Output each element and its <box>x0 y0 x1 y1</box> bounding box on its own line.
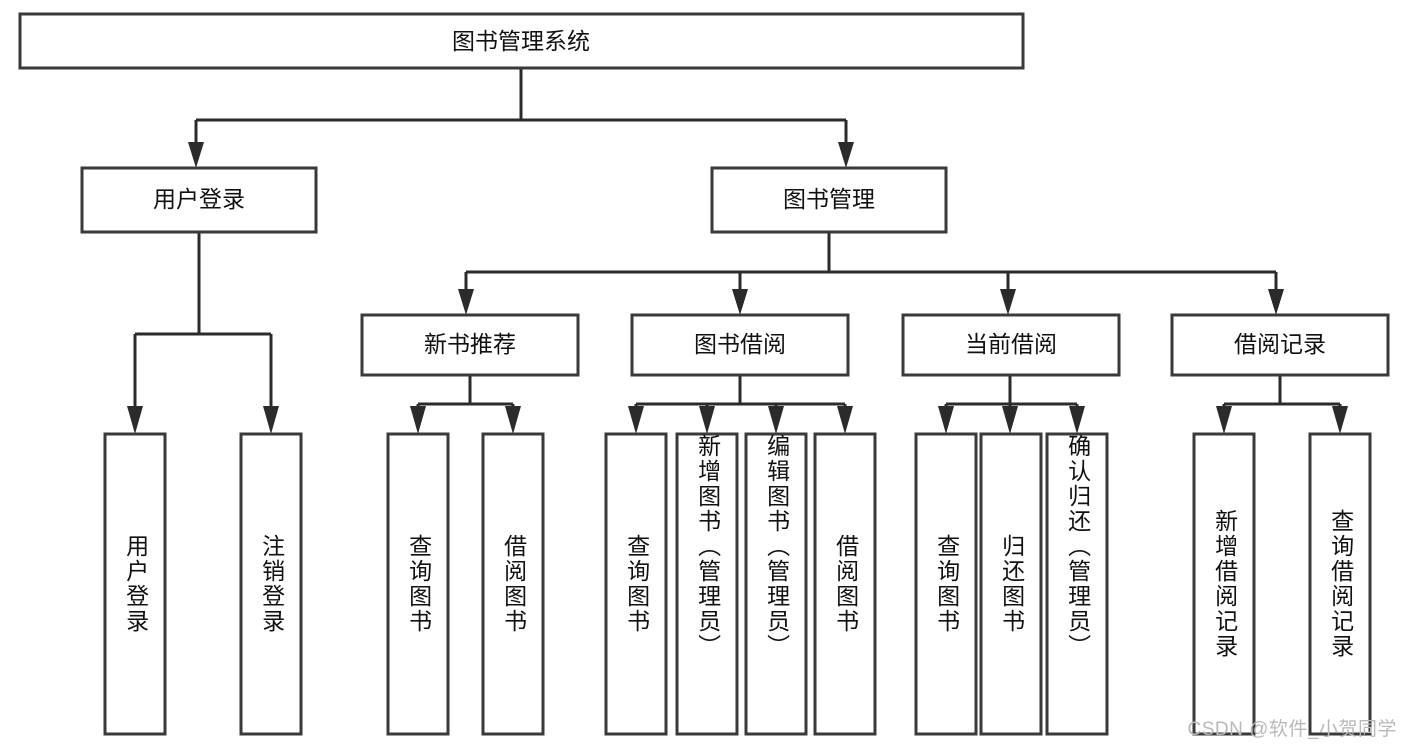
leaf-box-borrow-book-2[interactable] <box>813 432 877 736</box>
connector-bookmgmt-to-level3 <box>458 232 1284 315</box>
node-label-user-login: 用户登录 <box>153 186 245 212</box>
leaf-box-confirm-return[interactable] <box>1045 432 1109 736</box>
node-user-login[interactable]: 用户登录 <box>80 166 318 234</box>
node-label-root: 图书管理系统 <box>452 28 590 54</box>
node-current-borrow[interactable]: 当前借阅 <box>901 313 1121 377</box>
node-new-book-recommend[interactable]: 新书推荐 <box>360 313 580 377</box>
leaf-box-query-book-3[interactable] <box>914 432 978 736</box>
leaf-box-user-login[interactable] <box>103 432 167 736</box>
node-book-management[interactable]: 图书管理 <box>710 166 948 234</box>
connector-newbook-to-leaves <box>410 375 521 434</box>
node-label-new-book-recommend: 新书推荐 <box>424 331 516 357</box>
leaf-box-query-book-2[interactable] <box>604 432 668 736</box>
connector-userlogin-to-leaves <box>127 232 279 434</box>
node-label-book-management: 图书管理 <box>783 186 875 212</box>
node-label-current-borrow: 当前借阅 <box>965 331 1057 357</box>
connector-bookborrow-to-leaves <box>628 375 853 434</box>
leaf-box-borrow-book-1[interactable] <box>481 432 545 736</box>
leaf-box-add-record[interactable] <box>1192 432 1256 736</box>
connector-root-to-level2 <box>188 68 854 168</box>
leaf-node-boxes <box>103 432 1372 736</box>
node-book-management-system[interactable]: 图书管理系统 <box>18 12 1025 70</box>
node-label-borrow-record: 借阅记录 <box>1234 331 1326 357</box>
leaf-box-query-record[interactable] <box>1308 432 1372 736</box>
leaf-box-return-book[interactable] <box>979 432 1043 736</box>
node-label-book-borrow: 图书借阅 <box>694 331 786 357</box>
node-borrow-record[interactable]: 借阅记录 <box>1170 313 1390 377</box>
leaf-box-add-book[interactable] <box>675 432 739 736</box>
connector-currentborrow-to-leaves <box>938 375 1085 434</box>
leaf-box-logout-login[interactable] <box>239 432 303 736</box>
connector-borrowrecord-to-leaves <box>1216 375 1348 434</box>
node-book-borrow[interactable]: 图书借阅 <box>630 313 850 377</box>
csdn-watermark: CSDN @软件_小贺同学 <box>1187 719 1397 740</box>
leaf-box-edit-book[interactable] <box>744 432 808 736</box>
leaf-box-query-book-1[interactable] <box>386 432 450 736</box>
